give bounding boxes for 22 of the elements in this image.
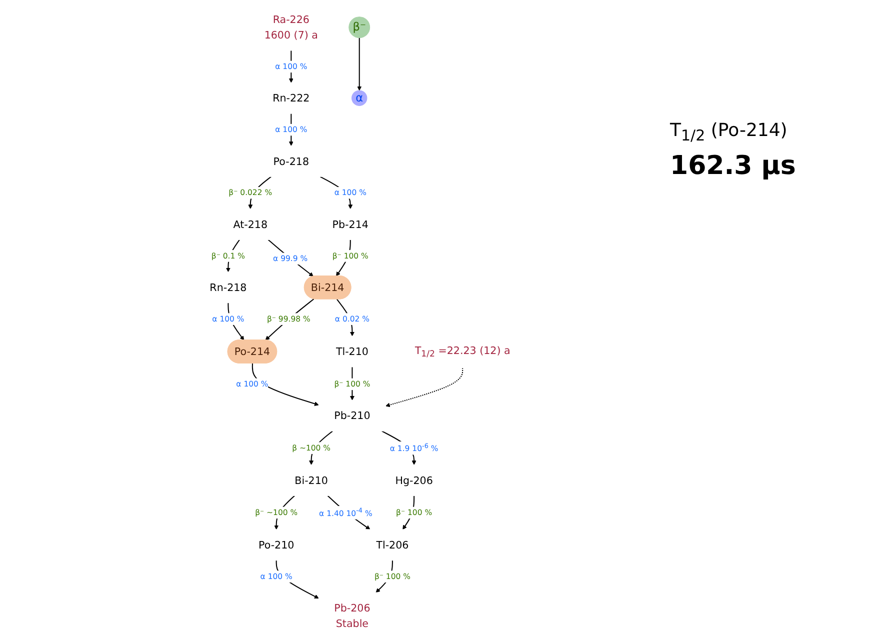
half-life-label: T$_{1/2}$ (Po-214) xyxy=(670,120,788,145)
node-text: T$_{1/2}$ =22.23 (12) a xyxy=(414,344,510,359)
arrow xyxy=(386,368,464,408)
node-text: Pb-206 Stable xyxy=(334,602,370,630)
node-text: Pb-210 xyxy=(334,409,370,422)
node-text: At-218 xyxy=(233,218,268,230)
node-text: Ra-226 1600 (7) a xyxy=(264,13,318,42)
arrow xyxy=(357,38,362,91)
node-text: Tl-210 xyxy=(336,345,368,358)
node-circle: α xyxy=(352,90,368,106)
arrow xyxy=(268,239,314,277)
node-text: Pb-214 xyxy=(332,218,368,230)
arrow xyxy=(265,298,314,340)
node-text: Bi-210 xyxy=(294,474,328,486)
node-text: Po-210 xyxy=(258,538,294,552)
node-circle: β⁻ xyxy=(348,16,370,38)
node-text: Hg-206 xyxy=(395,474,433,486)
node-text: Po-218 xyxy=(273,155,310,168)
node-text: Tl-206 xyxy=(376,538,409,552)
node-text: Rn-222 xyxy=(272,92,310,104)
node-text: Rn-218 xyxy=(210,281,247,294)
half-life-value: 162.3 µs xyxy=(670,150,797,181)
